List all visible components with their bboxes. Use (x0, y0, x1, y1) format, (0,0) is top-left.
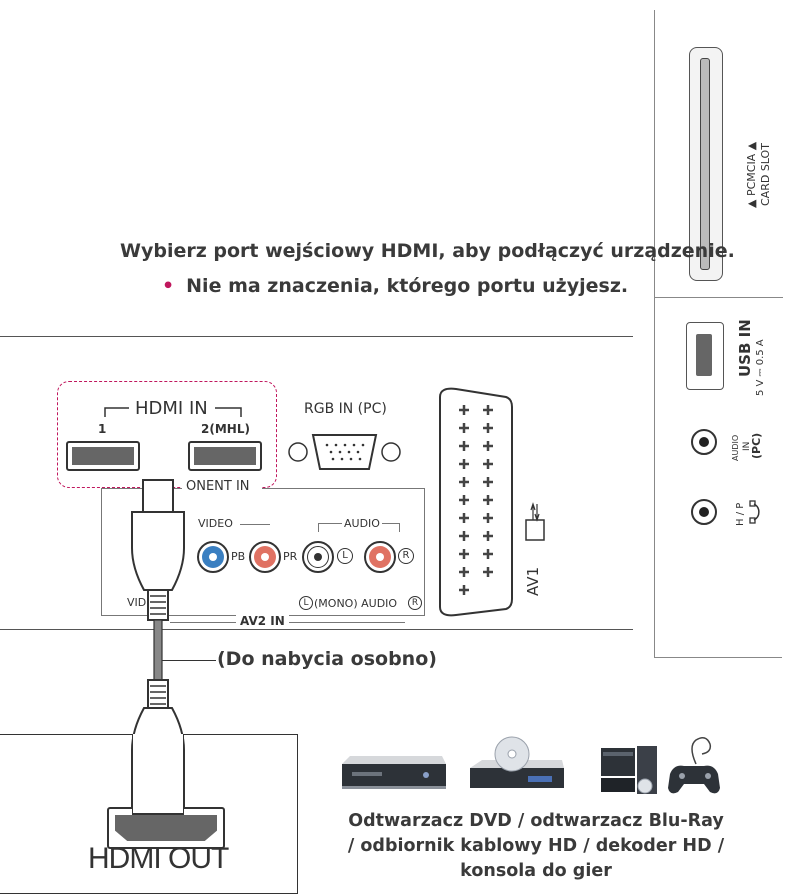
bullet-icon: • (162, 275, 175, 297)
scart-port (439, 387, 513, 617)
pb-label: PB (231, 550, 246, 563)
hdmi-port-2-label: 2(MHL) (201, 422, 250, 436)
jack-pr (249, 541, 281, 573)
cable-note: (Do nabycia osobno) (217, 648, 437, 670)
rgb-in-label: RGB IN (PC) (304, 401, 387, 417)
jack-audio-right (364, 541, 396, 573)
cable-note-line (162, 660, 216, 661)
component-label-bg (182, 478, 262, 498)
hdmi-out-plug-cover (132, 734, 184, 815)
hdmi-in-bracket (104, 407, 242, 417)
video-line (240, 524, 270, 525)
usb-port (686, 322, 724, 390)
av2-in-label: AV2 IN (236, 614, 289, 628)
device-caption: Odtwarzacz DVD / odtwarzacz Blu-Ray / od… (336, 809, 736, 884)
mono-audio-label: (MONO) AUDIO (314, 597, 398, 610)
headphone-jack (691, 499, 717, 525)
mono-r-label: R (408, 596, 422, 610)
av1-label: AV1 (524, 566, 542, 596)
left-label: L (337, 548, 353, 564)
caption-line-2: / odbiornik kablowy HD / dekoder HD / (347, 836, 725, 856)
panel-top-line (0, 336, 633, 337)
set-top-box-icon (601, 746, 657, 794)
audio-in-label-1: AUDIO (731, 434, 740, 461)
hdmi-out-label: HDMI OUT (88, 842, 229, 875)
audio-in-jack (691, 429, 717, 455)
pr-label: PR (283, 550, 298, 563)
right-label: R (398, 548, 414, 564)
video-label: VIDEO (198, 517, 233, 530)
pcmcia-label-2: CARD SLOT (759, 143, 772, 206)
dvd-player-icon (342, 756, 446, 789)
instruction-line-1: Wybierz port wejściowy HDMI, aby podłącz… (120, 240, 735, 262)
pcmcia-label-1: ▲ PCMCIA ▲ (745, 141, 758, 208)
caption-line-3: konsola do gier (460, 861, 612, 881)
jack-audio-left (302, 541, 334, 573)
hdmi-port-1 (66, 441, 140, 471)
usb-spec: 5 V ⎓ 0.5 A (755, 339, 766, 396)
component-in-label: ONENT IN (186, 479, 250, 494)
usb-label: USB IN (736, 319, 754, 377)
rgb-port (288, 434, 401, 470)
side-panel (654, 10, 782, 658)
audio-label: AUDIO (342, 517, 382, 530)
jack-pb (197, 541, 229, 573)
hp-label: H / P (735, 502, 746, 526)
panel-bottom-line (0, 629, 633, 630)
bluray-player-icon (470, 736, 564, 788)
pcmcia-slot (689, 47, 723, 281)
instruction-line-2: • Nie ma znaczenia, którego portu użyjesz… (162, 275, 628, 297)
instruction-line-2-text: Nie ma znaczenia, którego portu użyjesz. (186, 275, 629, 297)
hdmi-in-label: HDMI IN (135, 398, 208, 419)
game-console-icon (668, 737, 720, 794)
caption-line-1: Odtwarzacz DVD / odtwarzacz Blu-Ray (348, 811, 724, 831)
av1-icon (525, 502, 545, 541)
side-panel-divider (655, 297, 783, 298)
mono-l-label: L (299, 596, 313, 610)
headphone-icon (749, 500, 760, 524)
audio-in-label-3: (PC) (750, 432, 763, 459)
hdmi-port-2 (188, 441, 262, 471)
hdmi-port-1-label: 1 (98, 422, 107, 436)
